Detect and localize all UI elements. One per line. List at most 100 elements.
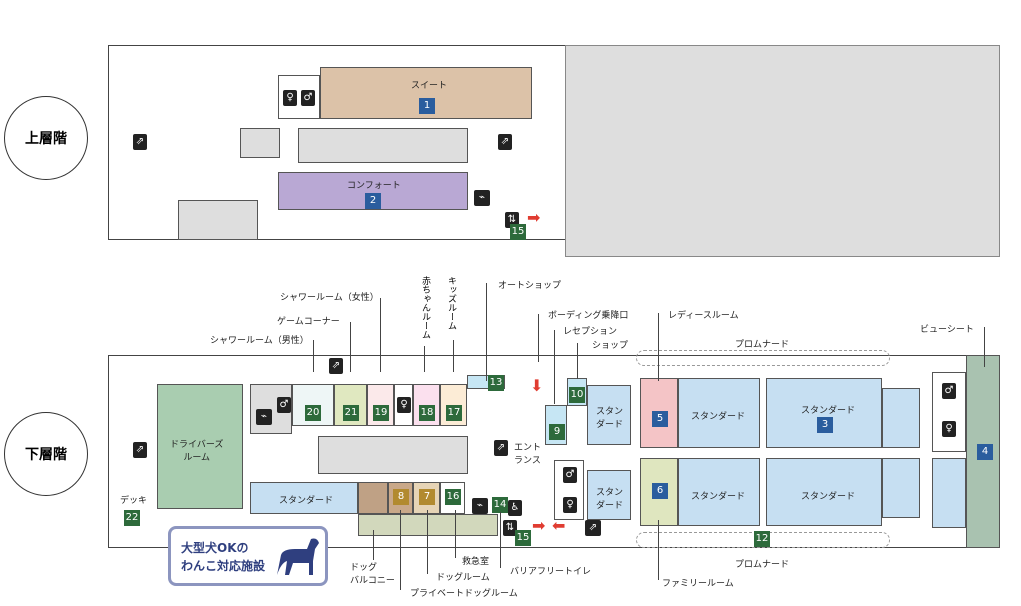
- badge-2: 2: [365, 193, 381, 209]
- leader-line: [455, 510, 456, 558]
- stairs-icon: ⇗: [329, 358, 343, 374]
- restroom: ♀: [394, 384, 413, 426]
- suite-label: スイート: [411, 81, 448, 91]
- dog-room[interactable]: 7: [413, 482, 440, 514]
- dog-icon: [277, 538, 319, 575]
- badge-15-lower: 15: [515, 530, 531, 546]
- standard-room[interactable]: スタンダード: [766, 458, 882, 526]
- badge-13: 13: [488, 375, 504, 391]
- badge-20: 20: [305, 405, 321, 421]
- ladies-room[interactable]: 5: [640, 378, 678, 448]
- shower-male[interactable]: 20: [292, 384, 334, 426]
- badge-22: 22: [124, 510, 140, 526]
- leader-line: [554, 330, 555, 404]
- badge-1: 1: [419, 98, 435, 114]
- lockers: ⌁ ♂: [250, 384, 292, 434]
- label-dog-room: ドッグルーム: [436, 573, 490, 583]
- standard-room[interactable]: スタンダード: [678, 458, 760, 526]
- toilet-icon: ♂: [277, 397, 291, 413]
- leader-line: [350, 322, 351, 372]
- shop[interactable]: 10: [567, 378, 587, 406]
- label-private-dog-room: プライベートドッグルーム: [410, 589, 518, 599]
- label-first-aid: 救急室: [462, 557, 490, 567]
- toilet-icon: ♂: [301, 90, 315, 106]
- upper-floor-label: 上層階: [4, 96, 88, 180]
- badge-18: 18: [419, 405, 435, 421]
- lower-block: [318, 436, 468, 474]
- elevator-icon: ⇅: [503, 520, 517, 536]
- badge-5: 5: [652, 411, 668, 427]
- leader-line: [373, 530, 374, 560]
- badge-21: 21: [343, 405, 359, 421]
- comfort-label: コンフォート: [347, 181, 401, 191]
- badge-8: 8: [393, 489, 409, 505]
- upper-block: [240, 128, 280, 158]
- standard-room[interactable]: スタン ダード: [587, 385, 631, 445]
- kids-room[interactable]: 17: [440, 384, 467, 426]
- label-barrier-free-toilet: バリアフリートイレ: [510, 567, 592, 577]
- upper-deck-outer: [565, 45, 1000, 257]
- comfort-area[interactable]: コンフォート 2: [278, 172, 468, 210]
- escalator-icon: ⇗: [585, 520, 601, 536]
- standard-room[interactable]: スタンダード: [678, 378, 760, 448]
- leader-line: [427, 510, 428, 574]
- badge-15-upper: 15: [510, 224, 526, 240]
- label-view-seat: ビューシート: [920, 325, 974, 335]
- promenade-top: [636, 350, 890, 366]
- dog-balcony[interactable]: [358, 514, 498, 536]
- badge-3: 3: [817, 417, 833, 433]
- label-ladies-room: レディースルーム: [668, 311, 739, 321]
- upper-block: [298, 128, 468, 163]
- label-shower-female: シャワールーム（女性）: [280, 293, 379, 303]
- view-seat[interactable]: 4: [966, 355, 1000, 548]
- arrow-down-icon: ⬇: [530, 376, 544, 395]
- label-shower-male: シャワールーム（男性）: [210, 336, 309, 346]
- baby-room[interactable]: 18: [413, 384, 440, 426]
- label-dog-balcony: ドッグ バルコニー: [350, 563, 395, 586]
- standard-room[interactable]: [882, 458, 920, 518]
- standard-label: スタン ダード: [596, 488, 624, 511]
- promenade-label: プロムナード: [735, 340, 790, 350]
- family-room[interactable]: 6: [640, 458, 678, 526]
- toilet-icon: ♀: [942, 421, 956, 437]
- private-dog-room[interactable]: 8: [388, 482, 413, 514]
- leader-line: [658, 520, 659, 580]
- badge-9: 9: [549, 424, 565, 440]
- smoking-icon: ⌁: [256, 409, 272, 425]
- lower-floor-label: 下層階: [4, 412, 88, 496]
- standard-room[interactable]: [932, 458, 966, 528]
- stairs-icon: ⇗: [498, 134, 512, 150]
- shower-female[interactable]: 19: [367, 384, 394, 426]
- suite-area[interactable]: スイート 1: [320, 67, 532, 119]
- restrooms-upper: ♀ ♂: [278, 75, 320, 119]
- first-aid-room[interactable]: 16: [440, 482, 465, 514]
- standard-room[interactable]: [882, 388, 920, 448]
- label-boarding: ボーディング乗降口: [548, 311, 629, 321]
- standard-label: スタンダード: [691, 492, 746, 502]
- standard-room[interactable]: スタン ダード: [587, 470, 631, 520]
- badge-4: 4: [977, 444, 993, 460]
- game-corner[interactable]: 21: [334, 384, 367, 426]
- drivers-room-label: ドライバーズ ルーム: [170, 440, 224, 463]
- badge-6: 6: [652, 483, 668, 499]
- dog-room-area[interactable]: [358, 482, 388, 514]
- label-family-room: ファミリールーム: [662, 579, 734, 589]
- reception[interactable]: 9: [545, 405, 567, 445]
- standard-room[interactable]: スタンダード: [250, 482, 358, 514]
- badge-14: 14: [492, 497, 508, 513]
- standard-label: スタンダード: [801, 492, 856, 502]
- drivers-room[interactable]: ドライバーズ ルーム: [157, 384, 243, 509]
- label-game-corner: ゲームコーナー: [277, 317, 340, 327]
- standard-label: スタンダード: [279, 496, 334, 506]
- leader-line: [380, 298, 381, 372]
- toilet-icon: ♂: [942, 383, 956, 399]
- deck-label: デッキ: [120, 496, 148, 506]
- arrow-right-icon: ➡: [527, 208, 541, 227]
- toilet-icon: ♀: [397, 397, 411, 413]
- standard-label: スタンダード: [801, 406, 856, 416]
- toilet-icon: ♀: [563, 497, 577, 513]
- leader-line: [984, 327, 985, 367]
- dog-friendly-banner: 大型犬OKの わんこ対応施設: [168, 526, 328, 586]
- label-baby-room: 赤ちゃんルーム: [420, 276, 430, 339]
